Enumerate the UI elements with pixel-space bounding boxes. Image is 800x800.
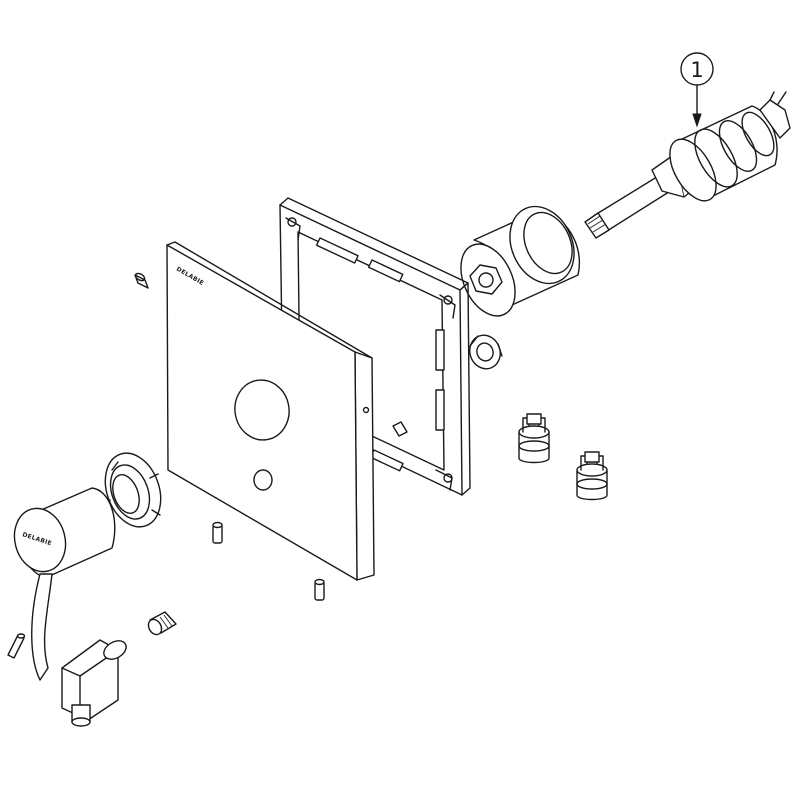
cartridge [584, 91, 791, 239]
plate-screw-hole [362, 406, 370, 414]
sleeve [460, 205, 581, 317]
handle-lever [31, 573, 53, 681]
threaded-insert [147, 611, 177, 636]
check-valve-left [518, 413, 550, 464]
lock-nut [469, 334, 503, 370]
check-valve-right [576, 451, 608, 501]
frame-slot-top-2 [367, 259, 404, 283]
sleeve-hex [469, 264, 503, 295]
handle-base-ring [103, 452, 162, 528]
cartridge-top [759, 99, 791, 139]
handle-face [13, 507, 67, 573]
handle-pin [7, 633, 26, 659]
frame-slot-right-2 [435, 389, 445, 431]
cartridge-spline-tip [584, 212, 610, 239]
frame-slot-right [435, 329, 445, 371]
plate-screw-left [212, 521, 223, 544]
callout-circle [680, 52, 714, 86]
plate-spindle-hole [234, 379, 290, 441]
plate-small-hole [253, 469, 273, 491]
elbow-fitting [61, 639, 127, 727]
plate-screw-right [314, 578, 325, 601]
callout-1: 1 [680, 52, 714, 128]
frame-screw [392, 421, 408, 437]
lever-handle: DELABIE [13, 487, 116, 681]
cartridge-flange [669, 138, 717, 202]
callout-arrowhead [692, 113, 702, 128]
grub-screw-top [134, 272, 149, 289]
sleeve-back [509, 205, 575, 285]
elbow-inlet [103, 640, 127, 660]
elbow-outlet-end [71, 717, 91, 727]
cover-plate: DELABIE [166, 241, 375, 581]
plate-right-edge [354, 351, 375, 581]
frame-slot-top [315, 237, 359, 264]
callout-number: 1 [690, 58, 703, 82]
